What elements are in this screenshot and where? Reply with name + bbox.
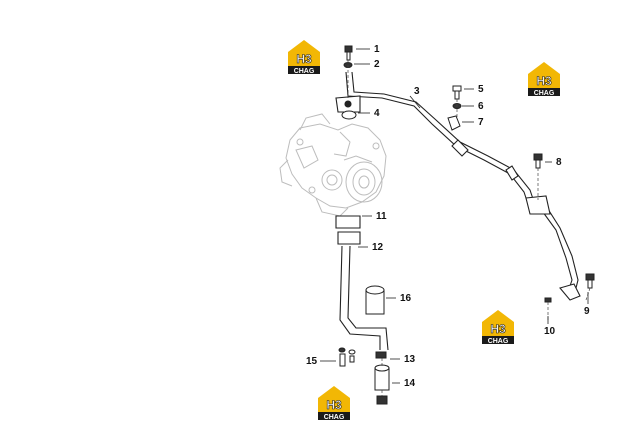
callout-leaders bbox=[320, 48, 589, 384]
logo-caption: CHAG bbox=[534, 90, 555, 97]
logo-caption-bar bbox=[482, 336, 514, 344]
leader-line-3 bbox=[409, 95, 421, 109]
logo-caption: CHAG bbox=[294, 68, 315, 75]
logo-caption: CHAG bbox=[488, 338, 509, 345]
logo-caption-bar bbox=[288, 66, 320, 74]
logo-house-icon bbox=[528, 62, 560, 88]
callout-13: 13 bbox=[404, 354, 416, 365]
callout-10: 10 bbox=[544, 326, 556, 337]
callout-9: 9 bbox=[584, 306, 590, 317]
logo-house-icon bbox=[318, 386, 350, 412]
callout-2: 2 bbox=[374, 59, 380, 70]
callout-3: 3 bbox=[414, 86, 420, 97]
callout-16: 16 bbox=[400, 293, 412, 304]
callout-11: 11 bbox=[376, 211, 387, 222]
callout-8: 8 bbox=[556, 157, 562, 168]
fasteners bbox=[338, 45, 595, 405]
logo-caption-bar bbox=[528, 88, 560, 96]
logo-mark: H3 bbox=[296, 52, 312, 66]
oil-return-pipe bbox=[335, 215, 389, 351]
logo-mark: H3 bbox=[326, 398, 342, 412]
callout-7: 7 bbox=[478, 117, 484, 128]
logo-mark: H3 bbox=[490, 322, 506, 336]
logo-caption: CHAG bbox=[324, 414, 345, 421]
logo-mark: H3 bbox=[536, 74, 552, 88]
logo-house-icon bbox=[288, 40, 320, 66]
turbocharger-outline bbox=[279, 113, 387, 217]
callout-4: 4 bbox=[374, 108, 380, 119]
callout-6: 6 bbox=[478, 101, 484, 112]
callout-12: 12 bbox=[372, 242, 384, 253]
callout-14: 14 bbox=[404, 378, 416, 389]
callout-5: 5 bbox=[478, 84, 484, 95]
logo-house-icon bbox=[482, 310, 514, 336]
logo-caption-bar bbox=[318, 412, 350, 420]
alignment-lines bbox=[347, 60, 591, 396]
callout-1: 1 bbox=[374, 44, 380, 55]
oil-feed-pipe bbox=[335, 71, 581, 301]
callout-15: 15 bbox=[306, 356, 318, 367]
